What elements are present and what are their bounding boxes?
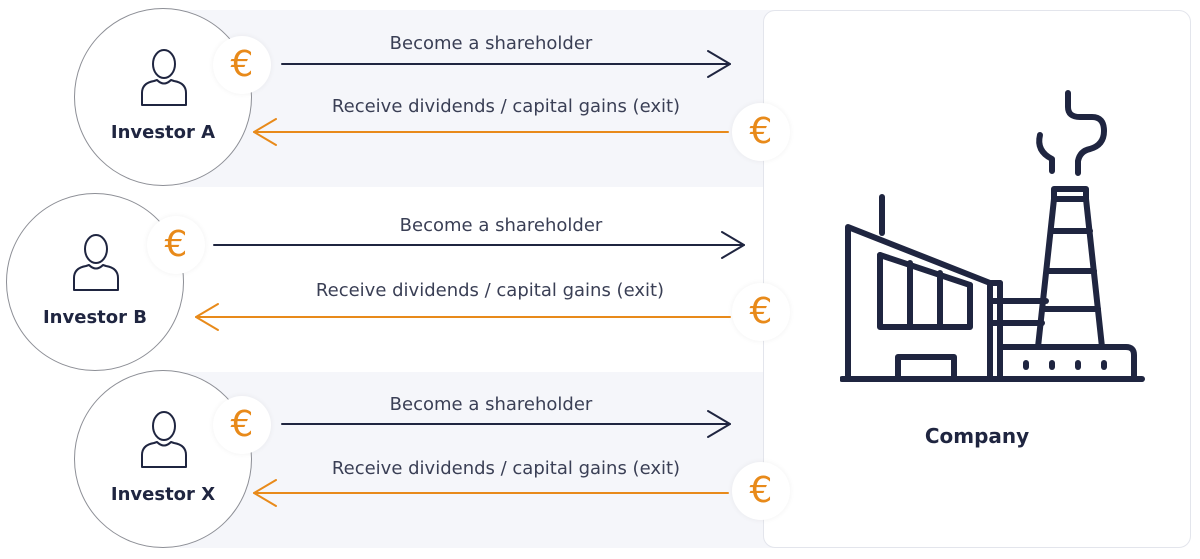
- arrow-left-x: [253, 479, 729, 507]
- investor-b-name: Investor B: [42, 307, 147, 328]
- receive-dividends-label-b: Receive dividends / capital gains (exit): [315, 280, 665, 301]
- euro-icon: €: [147, 216, 205, 274]
- arrow-right-a: [281, 50, 731, 78]
- become-shareholder-label-a: Become a shareholder: [389, 33, 593, 54]
- company-label: Company: [924, 424, 1030, 448]
- become-shareholder-label-x: Become a shareholder: [389, 394, 593, 415]
- become-shareholder-label-b: Become a shareholder: [399, 215, 603, 236]
- investor-x-name: Investor X: [110, 484, 216, 505]
- row-band-x: [180, 372, 780, 548]
- arrow-right-b: [213, 231, 745, 259]
- receive-dividends-label-a: Receive dividends / capital gains (exit): [331, 96, 681, 117]
- investor-x-circle: Investor X: [74, 370, 252, 548]
- receive-dividends-label-x: Receive dividends / capital gains (exit): [331, 458, 681, 479]
- investor-b-circle: Investor B: [6, 193, 184, 371]
- arrow-right-x: [281, 410, 731, 438]
- factory-icon: [840, 90, 1145, 382]
- euro-icon: €: [213, 396, 271, 454]
- euro-icon: €: [732, 283, 790, 341]
- company-card: Company: [763, 10, 1191, 548]
- person-icon: [141, 411, 187, 468]
- person-icon: [141, 49, 187, 106]
- euro-icon: €: [732, 103, 790, 161]
- investor-a-circle: Investor A: [74, 8, 252, 186]
- arrow-left-b: [195, 303, 731, 331]
- investor-a-name: Investor A: [110, 122, 216, 143]
- row-band-a: [180, 10, 780, 187]
- person-icon: [73, 234, 119, 291]
- euro-icon: €: [213, 36, 271, 94]
- euro-icon: €: [732, 462, 790, 520]
- arrow-left-a: [253, 118, 729, 146]
